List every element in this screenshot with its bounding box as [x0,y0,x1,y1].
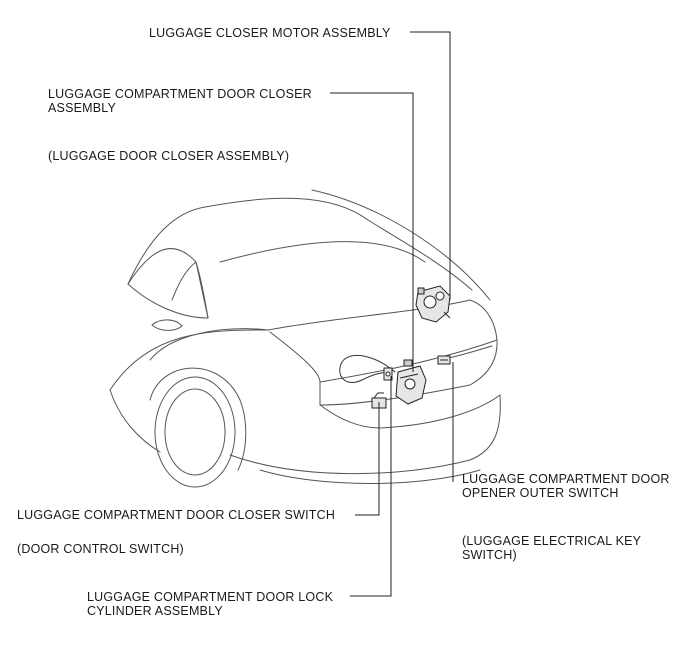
leader-closer-switch [355,402,380,516]
door-cable [339,354,396,383]
lock-cylinder-part [383,367,393,381]
bumper [229,394,501,475]
wheel-arch [149,367,247,471]
label-closer-switch-alt: (DOOR CONTROL SWITCH) [17,542,184,556]
body-side [109,329,269,391]
label-door-closer-assembly: LUGGAGE COMPARTMENT DOOR CLOSER ASSEMBLY [48,87,312,115]
leader-motor [410,31,451,300]
door-closer-part [395,359,427,405]
roof-outline [127,197,473,291]
rear-glass-top [311,189,491,301]
label-door-closer-alt: (LUGGAGE DOOR CLOSER ASSEMBLY) [48,149,290,163]
bumper-lower [259,469,481,484]
label-closer-motor: LUGGAGE CLOSER MOTOR ASSEMBLY [149,26,391,40]
window-divider [171,261,197,301]
label-closer-switch: LUGGAGE COMPARTMENT DOOR CLOSER SWITCH [17,508,336,522]
door-handle [151,319,183,331]
closer-motor-part [415,285,451,323]
label-opener-switch-alt: (LUGGAGE ELECTRICAL KEY SWITCH) [462,534,642,562]
rear-glass-bottom [219,241,426,263]
rear-wheel-inner [164,388,226,476]
door-line [149,328,269,361]
trunk-lid [267,299,498,341]
leader-lock-cylinder [350,376,392,597]
label-lock-cylinder: LUGGAGE COMPARTMENT DOOR LOCK CYLINDER A… [87,590,334,618]
rear-wheel [154,376,236,488]
side-window [127,248,209,319]
leader-door-closer [330,92,414,372]
opener-switch-part [437,355,451,365]
rear-body-lower [109,389,161,453]
label-opener-outer-switch: LUGGAGE COMPARTMENT DOOR OPENER OUTER SW… [462,472,670,500]
bumper-top [319,394,501,429]
c-pillar [195,261,209,319]
trunk-lid-edge [269,331,321,383]
